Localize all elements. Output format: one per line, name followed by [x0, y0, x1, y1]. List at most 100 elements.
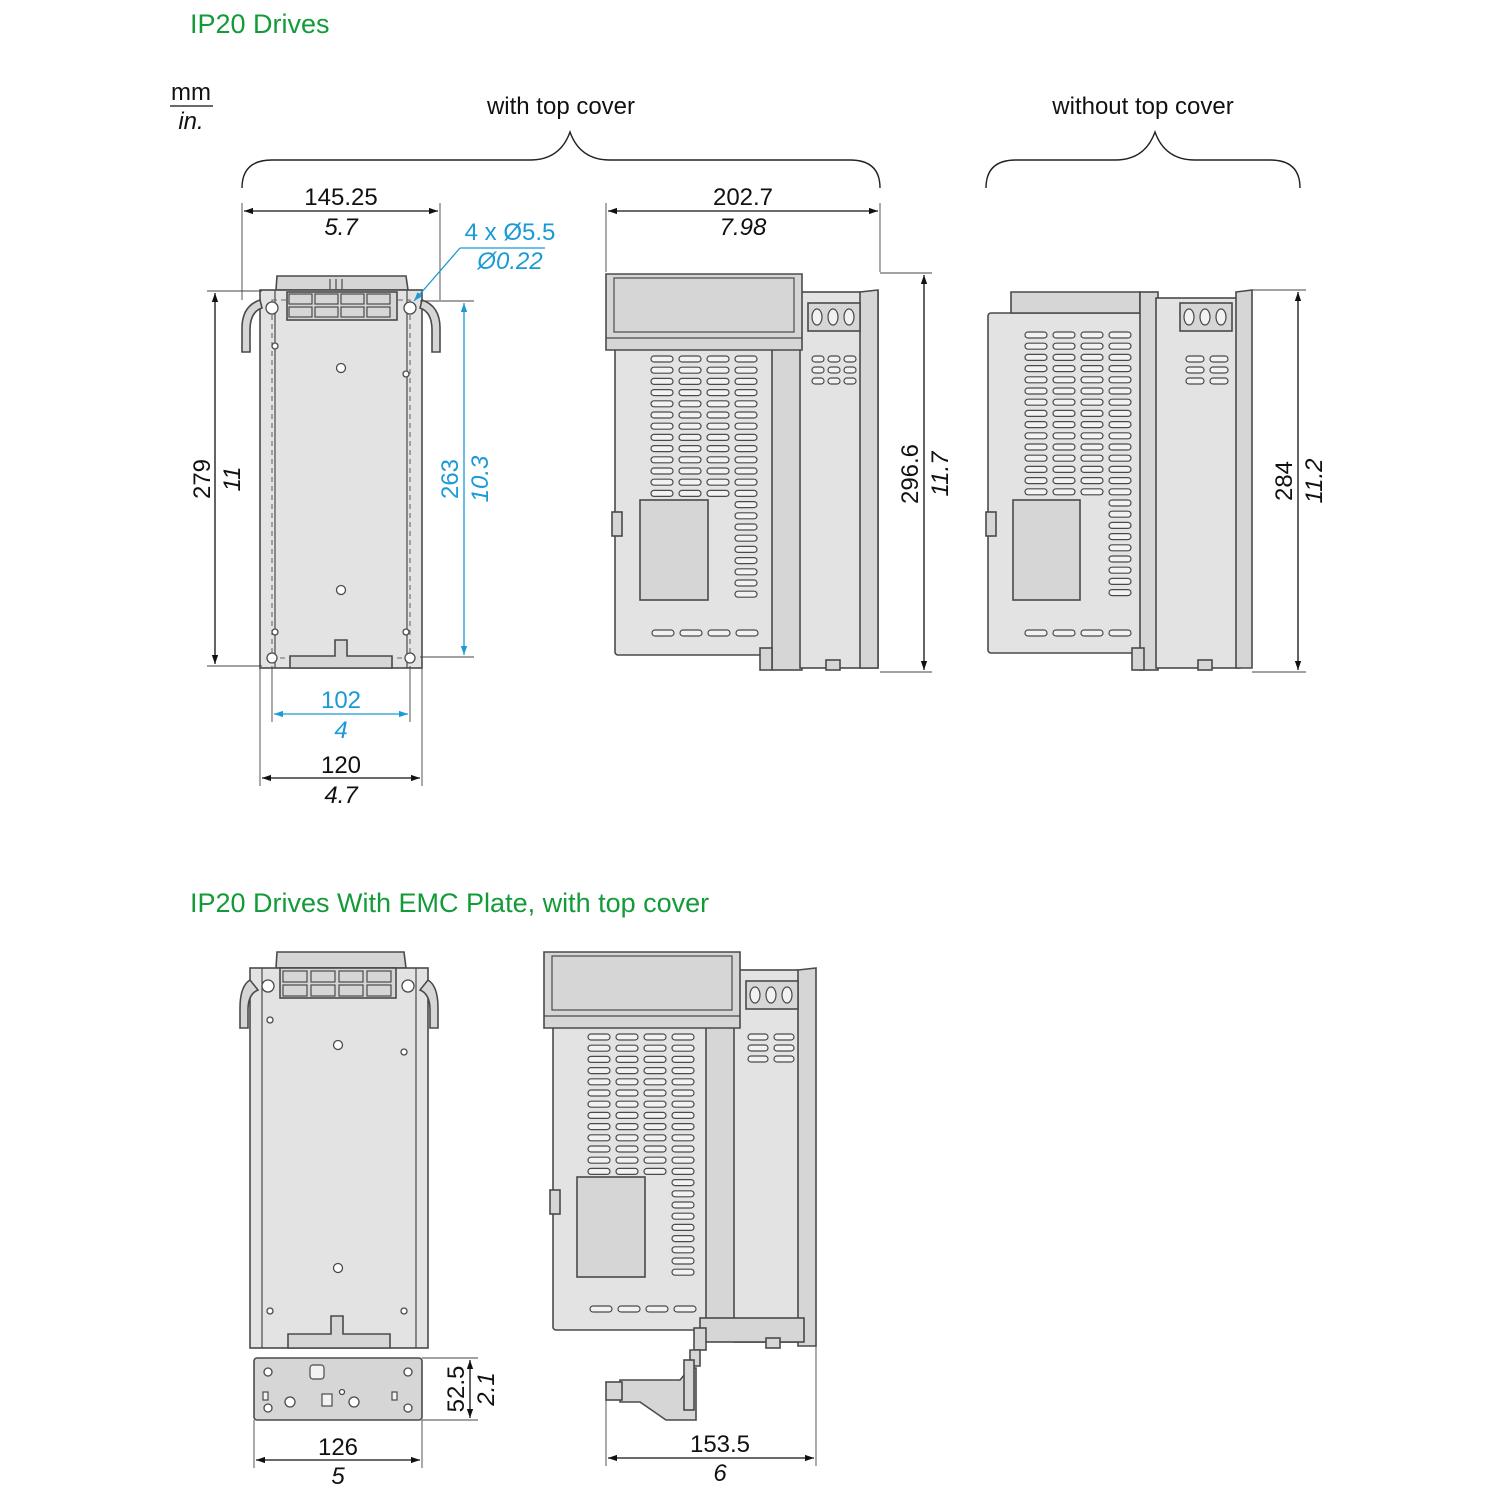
vent-slot	[678, 456, 702, 464]
vent-slot	[671, 1089, 695, 1097]
holes-in: Ø0.22	[476, 248, 542, 275]
vent-slot	[671, 1145, 695, 1153]
dim-base-width: 120 4.7	[259, 668, 423, 809]
side-depth-in: 7.98	[720, 214, 767, 241]
vent-slot	[615, 1100, 639, 1108]
holes-mm: 4 x Ø5.5	[465, 219, 556, 246]
vent-slot	[1024, 488, 1048, 496]
vent-slot	[643, 1145, 667, 1153]
vent-slot	[650, 467, 674, 475]
vent-slot	[650, 389, 674, 397]
vent-slot	[1108, 365, 1132, 373]
vent-slot	[1080, 365, 1104, 373]
vent-slot	[671, 1246, 695, 1254]
vent-slot	[1108, 376, 1132, 384]
vent-slot	[671, 1078, 695, 1086]
vent-slot	[811, 366, 825, 374]
vent-slot	[811, 377, 825, 385]
vent-slot	[671, 1156, 695, 1164]
vent-slot	[1080, 443, 1104, 451]
section-title-emc-plate: IP20 Drives With EMC Plate, with top cov…	[190, 888, 709, 918]
vent-slot	[1024, 376, 1048, 384]
dim-front-width: 145.25 5.7	[241, 184, 441, 300]
side-view-without-cover	[985, 289, 1253, 671]
vent-slot	[671, 1033, 695, 1041]
base-width-in: 4.7	[324, 782, 359, 809]
dim-hole-horizontal: 102 4	[271, 666, 411, 744]
vent-slot	[615, 1066, 639, 1075]
vent-slot	[1052, 454, 1076, 462]
vent-slot	[587, 1134, 611, 1142]
with-top-cover-group-label: with top cover	[241, 93, 881, 189]
vent-slot	[1080, 488, 1104, 496]
vent-slot	[1052, 629, 1076, 637]
vent-slot	[587, 1145, 611, 1153]
vent-slot	[643, 1089, 667, 1097]
vent-slot	[1024, 421, 1048, 429]
vent-slot	[706, 456, 730, 464]
vent-slot	[1108, 588, 1132, 597]
vent-slot	[706, 366, 730, 374]
vent-slot	[734, 579, 758, 587]
vent-slot	[811, 355, 825, 363]
vent-slot	[1080, 376, 1104, 384]
vent-slot	[615, 1033, 639, 1041]
vent-slot	[1108, 544, 1132, 552]
dim-side-height-nocover: 284 11.2	[1252, 289, 1328, 673]
vent-slot	[1024, 477, 1048, 485]
vent-slot	[650, 377, 674, 385]
front-width-mm: 145.25	[304, 184, 377, 211]
vent-slot	[1108, 331, 1132, 339]
vent-slot	[706, 400, 730, 408]
vent-slot	[1108, 555, 1132, 563]
vent-slot	[650, 366, 674, 374]
vent-slot	[706, 445, 730, 453]
dim-mounting-holes: 4 x Ø5.5 Ø0.22	[413, 219, 556, 302]
vent-slot	[643, 1134, 667, 1142]
vent-slot	[747, 1044, 769, 1052]
vent-slot	[1052, 387, 1076, 395]
vent-slot	[587, 1156, 611, 1164]
vent-slot	[734, 355, 758, 363]
vent-slot	[671, 1201, 695, 1209]
vent-slot	[781, 986, 793, 1004]
vent-slot	[1108, 488, 1132, 496]
vent-slot	[843, 355, 857, 363]
vent-slot	[678, 478, 702, 486]
vent-slot	[734, 445, 758, 453]
hole-horizontal-mm: 102	[321, 687, 361, 714]
vent-slot	[1024, 409, 1048, 417]
vent-slot	[650, 411, 674, 419]
vent-slot	[671, 1167, 695, 1176]
vent-slot	[1024, 342, 1048, 350]
emc-depth-mm: 153.5	[690, 1431, 750, 1458]
vent-slot	[1199, 308, 1211, 326]
vent-slot	[1215, 308, 1227, 326]
vent-slot	[747, 1055, 769, 1063]
vent-slot	[678, 489, 702, 497]
vent-slot	[587, 1066, 611, 1075]
vent-slot	[1052, 398, 1076, 406]
vent-slot	[587, 1122, 611, 1131]
vent-slot	[650, 355, 674, 363]
vent-slot	[615, 1145, 639, 1153]
vent-slot	[765, 986, 777, 1004]
vent-slot	[1183, 308, 1195, 326]
vent-slot	[1024, 454, 1048, 462]
vent-slot	[650, 445, 674, 453]
emc-front-view	[239, 951, 439, 1421]
vent-slot	[1052, 465, 1076, 473]
vent-slot	[678, 389, 702, 397]
dim-side-height-cover: 296.6 11.7	[880, 272, 954, 673]
vent-slot	[1052, 365, 1076, 373]
vent-slot	[734, 389, 758, 397]
side-height-cover-mm: 296.6	[897, 444, 924, 504]
vent-slot	[734, 411, 758, 419]
vent-slot	[671, 1190, 695, 1198]
front-width-in: 5.7	[324, 214, 359, 241]
vent-slot	[706, 355, 730, 363]
vent-slot	[587, 1111, 611, 1120]
vent-slot	[1024, 443, 1048, 451]
vent-slot	[1024, 398, 1048, 406]
side-height-nocover-mm: 284	[1271, 461, 1298, 501]
